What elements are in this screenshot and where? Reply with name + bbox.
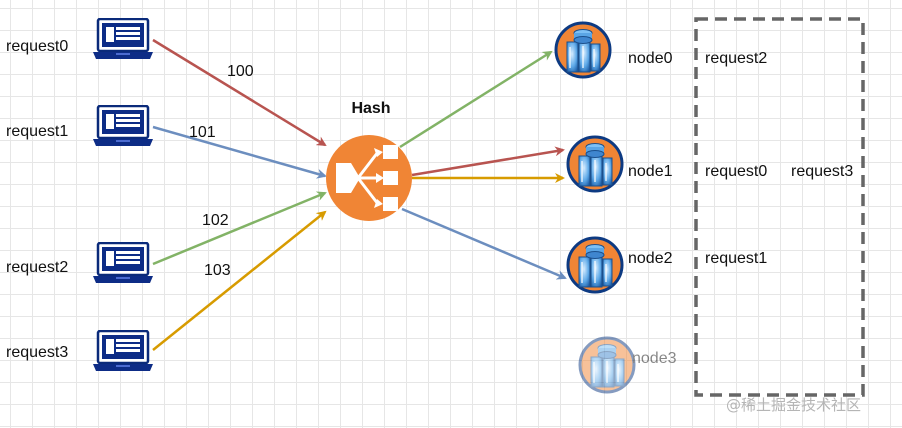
request2-client: request2: [6, 242, 154, 284]
request2-hash-value: 102: [202, 212, 229, 229]
node1-server: node1: [566, 135, 673, 193]
server-icon: [578, 336, 636, 394]
node0-assigned-request: request2: [705, 50, 767, 67]
server-icon: [566, 135, 624, 193]
watermark: @稀土掘金技术社区: [726, 396, 861, 414]
arrow-hash-to-node2: [401, 207, 567, 280]
request0-client: request0: [6, 18, 154, 60]
assignment-box: [694, 17, 865, 397]
node1-assigned-request-second: request3: [791, 163, 853, 180]
arrow-request3-to-hash: [152, 210, 327, 351]
arrow-request2-to-hash: [152, 191, 327, 266]
request3-label: request3: [6, 344, 68, 361]
laptop-icon: [92, 18, 154, 60]
laptop-icon: [92, 242, 154, 284]
request2-label: request2: [6, 259, 68, 276]
arrow-hash-to-node1-red: [411, 146, 565, 177]
node1-assigned-request-first: request0: [705, 163, 767, 180]
request3-hash-value: 103: [204, 262, 231, 279]
node1-label: node1: [628, 163, 673, 180]
request3-client: request3: [6, 330, 154, 372]
node2-assigned-request: request1: [705, 250, 767, 267]
request1-client: request1: [6, 105, 154, 147]
request0-label: request0: [6, 38, 68, 55]
node2-server: node2: [566, 236, 673, 294]
request1-label: request1: [6, 123, 68, 140]
server-icon: [554, 21, 612, 79]
request1-hash-value: 101: [189, 124, 216, 141]
node0-server: node0: [554, 21, 673, 79]
laptop-icon: [92, 105, 154, 147]
hash-label: Hash: [351, 100, 390, 117]
node3-label: node3: [632, 350, 677, 367]
node2-label: node2: [628, 250, 673, 267]
server-icon: [566, 236, 624, 294]
arrow-request1-to-hash: [152, 125, 327, 179]
laptop-icon: [92, 330, 154, 372]
arrow-request0-to-hash: [152, 38, 327, 147]
node0-label: node0: [628, 50, 673, 67]
request0-hash-value: 100: [227, 63, 254, 80]
hash-load-balancer: Hash: [326, 100, 412, 221]
load-balancer-glyph: [336, 145, 398, 211]
arrow-hash-to-node0: [399, 50, 553, 149]
node3-server: node3: [578, 336, 677, 394]
